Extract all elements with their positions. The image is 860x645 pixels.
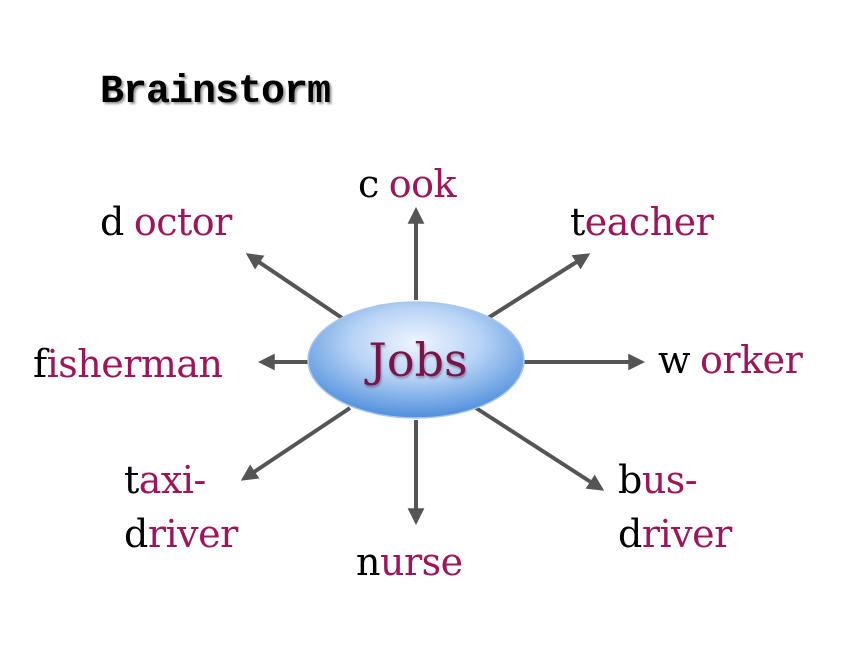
word-doctor-rest: octor xyxy=(133,200,232,244)
word-worker-rest: orker xyxy=(700,338,803,382)
word-taxi-driver-first: d xyxy=(124,512,148,556)
word-cook-first: c xyxy=(358,162,379,206)
word-doctor-first: d xyxy=(100,200,124,244)
word-bus-driver-rest: river xyxy=(641,512,732,556)
center-label-jobs: Jobs xyxy=(368,333,468,387)
center-ellipse xyxy=(307,301,525,419)
word-bus-rest: us- xyxy=(641,458,698,502)
word-bus-driver-line1: bus- xyxy=(618,458,698,502)
word-teacher-rest: eacher xyxy=(584,200,714,244)
word-nurse-first: n xyxy=(356,540,380,584)
arrow-to-teacher xyxy=(486,253,591,320)
arrow-to-doctor xyxy=(245,253,347,322)
word-taxi-driver-rest: river xyxy=(147,512,238,556)
word-worker-first: w xyxy=(658,338,691,382)
word-taxi-rest: axi- xyxy=(138,458,207,502)
word-taxi-first: t xyxy=(124,458,139,502)
word-teacher-first: t xyxy=(570,200,585,244)
word-nurse-rest: urse xyxy=(379,540,463,584)
word-fisherman-first: f xyxy=(33,342,47,386)
word-fisherman: fisherman xyxy=(33,344,223,384)
word-cook-rest: ook xyxy=(388,162,457,206)
arrow-to-bus-driver xyxy=(474,406,605,491)
arrow-to-taxi-driver xyxy=(240,406,352,481)
diagram-title: Brainstorm xyxy=(100,70,331,115)
word-fisherman-rest: isherman xyxy=(46,342,223,386)
word-bus-first: b xyxy=(618,458,642,502)
word-taxi-driver-line1: taxi- xyxy=(124,460,206,500)
word-bus-driver-line2: driver xyxy=(618,514,732,554)
word-nurse: nurse xyxy=(356,542,463,582)
word-bus-driver-first: d xyxy=(618,512,642,556)
word-taxi-driver-line2: driver xyxy=(124,514,238,554)
word-teacher: teacher xyxy=(570,200,714,244)
